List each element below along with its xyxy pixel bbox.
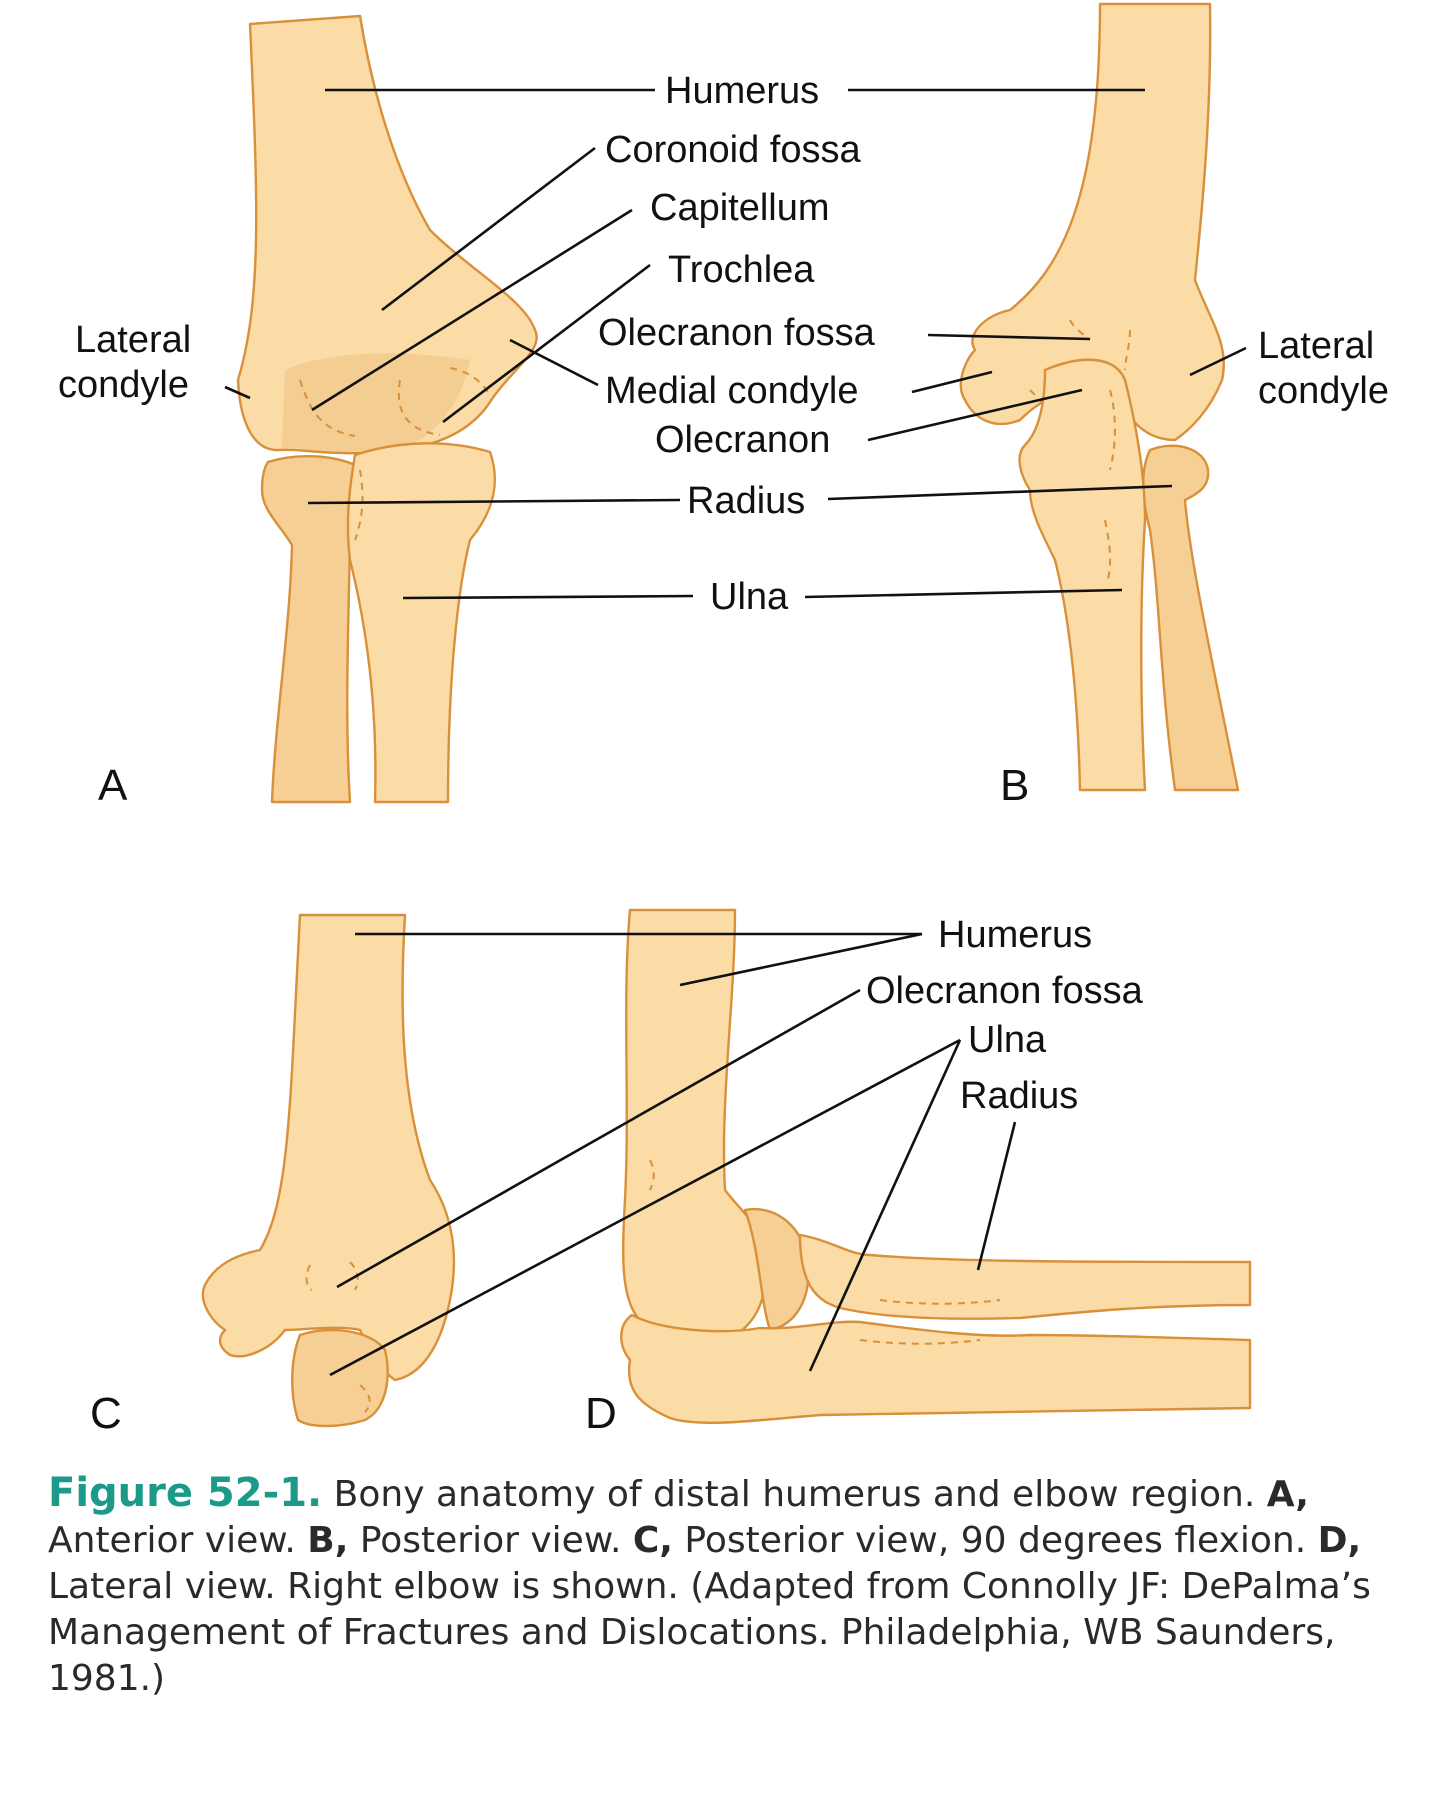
panel-c-posterior-flexion-view: C <box>90 913 456 1438</box>
panel-a-anterior-view: Humerus Coronoid fossa Capitellum Trochl… <box>58 14 861 810</box>
panel-d-lateral-view: Humerus Olecranon fossa Ulna Radius D <box>329 908 1252 1438</box>
panel-d-radius-dash <box>879 1299 1001 1305</box>
panel-b-posterior-view: Olecranon fossa Olecranon Lateral condyl… <box>598 2 1389 810</box>
panel-b-ulna-leader <box>804 588 1123 599</box>
panel-b-ulna-dash <box>1104 389 1116 581</box>
caption-d-key: D, <box>1317 1520 1362 1561</box>
panel-b-medial-condyle-leader <box>911 370 993 394</box>
caption-d-text: Lateral view. Right elbow is shown. (Ada… <box>48 1566 1371 1699</box>
panel-a-lateral-condyle-label-line2: condyle <box>58 364 189 406</box>
panel-b-olecranon-fossa-leader <box>927 333 1091 341</box>
panel-d-letter: D <box>585 1389 617 1438</box>
panel-b-lateral-condyle-label-line1: Lateral <box>1258 325 1374 367</box>
panel-a-ulna-dash <box>354 469 364 541</box>
caption-a-text: Anterior view. <box>48 1520 308 1561</box>
caption-c-key: C, <box>632 1520 673 1561</box>
panel-d-radius-leader <box>976 1121 1017 1271</box>
panel-a-letter: A <box>98 761 128 810</box>
panel-b-olecranon-label: Olecranon <box>655 419 830 461</box>
panel-b-letter: B <box>1000 761 1029 810</box>
panel-d-humerus-bone <box>621 908 768 1342</box>
panel-a-trochlea-leader <box>442 263 651 424</box>
caption-c-text: Posterior view, 90 degrees flexion. <box>672 1520 1318 1561</box>
caption-intro: Bony anatomy of distal humerus and elbow… <box>322 1474 1256 1515</box>
panel-b-olecranon-fossa-label: Olecranon fossa <box>598 312 876 354</box>
panel-a-coronoid-fossa-leader <box>381 146 596 312</box>
figure-caption: Figure 52-1. Bony anatomy of distal hume… <box>48 1470 1418 1702</box>
panel-d-radius-bone <box>798 1233 1252 1320</box>
panel-b-radius-leader <box>827 484 1173 501</box>
panel-a-radius-leader <box>307 498 681 505</box>
caption-b-key: B, <box>307 1520 349 1561</box>
figure-number: Figure 52-1. <box>48 1470 323 1516</box>
panel-a-coronoid-fossa-label: Coronoid fossa <box>605 129 861 171</box>
panel-b-lateral-condyle-leader <box>1189 346 1247 377</box>
panel-d-radius-label: Radius <box>960 1075 1078 1117</box>
panel-c-humerus-bone <box>201 913 456 1382</box>
panel-d-capitellum-bone <box>743 1207 810 1332</box>
panel-d-humerus-label: Humerus <box>938 914 1092 956</box>
panel-d-ulna-bone <box>620 1313 1252 1424</box>
panel-d-ulna-leader-c <box>329 1038 961 1377</box>
panel-c-olecranon-dash <box>359 1384 371 1413</box>
panel-a-ulna-leader <box>402 594 694 600</box>
panel-d-olecranon-fossa-leader <box>336 988 861 1289</box>
caption-b-text: Posterior view. <box>348 1520 633 1561</box>
panel-a-trochlea-label: Trochlea <box>668 249 815 291</box>
panel-a-condyle-dash <box>299 367 491 437</box>
panel-c-olecranon-bone <box>291 1328 389 1428</box>
panel-b-olecranon-leader <box>867 388 1083 442</box>
medial-condyle-label: Medial condyle <box>605 370 858 412</box>
radius-label-ab: Radius <box>687 480 805 522</box>
panel-a-lateral-condyle-leader <box>224 385 251 400</box>
panel-d-olecranon-fossa-label: Olecranon fossa <box>866 970 1144 1012</box>
panel-a-lateral-condyle-label-line1: Lateral <box>75 319 191 361</box>
panel-a-capitellum-leader <box>311 208 633 412</box>
panel-b-lateral-condyle-label-line2: condyle <box>1258 370 1389 412</box>
panel-b-radius-bone <box>1142 444 1240 792</box>
panel-d-ulna-label: Ulna <box>968 1019 1047 1061</box>
ulna-label-ab: Ulna <box>710 576 789 618</box>
panel-a-humerus-bone <box>236 14 538 455</box>
panel-a-capitellum-label: Capitellum <box>650 187 830 229</box>
panel-a-ulna-bone <box>346 442 497 804</box>
panel-d-humerus-dash <box>649 1159 655 1191</box>
panel-d-ulna-dash <box>859 1339 981 1345</box>
panel-b-ulna-bone <box>1018 358 1147 792</box>
panel-c-letter: C <box>90 1389 122 1438</box>
panel-d-ulna-leader-d <box>808 1039 962 1372</box>
panel-a-medial-condyle-leader <box>509 338 599 387</box>
caption-a-key: A, <box>1266 1474 1309 1515</box>
panel-d-humerus-leader-d <box>679 932 923 987</box>
panel-a-humerus-label: Humerus <box>665 70 819 112</box>
